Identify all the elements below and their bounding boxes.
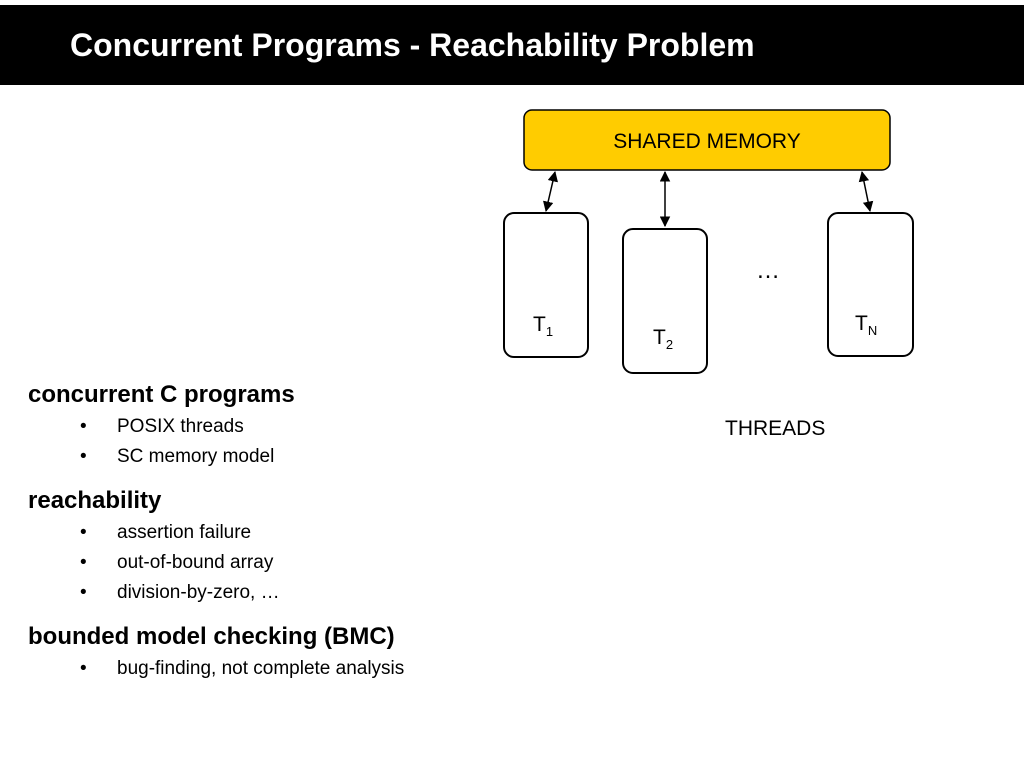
bullet-mark: •	[80, 582, 87, 603]
threads-caption: THREADS	[725, 417, 825, 440]
shared-memory-box	[523, 109, 891, 171]
thread-box-tn	[827, 212, 914, 357]
thread-label-t2: T2	[653, 326, 673, 352]
content-area: concurrent C programs • POSIX threads • SC…	[28, 378, 628, 696]
section-reachability: reachability • assertion failure • out-of-…	[28, 484, 628, 608]
thread-box-t2	[622, 228, 708, 374]
section-heading: concurrent C programs	[28, 381, 295, 408]
title-bar: Concurrent Programs - Reachability Probl…	[0, 5, 1024, 85]
thread-label-t1: T1	[533, 313, 553, 339]
bullet-mark: •	[80, 446, 87, 467]
arrow-t1-memory	[543, 170, 558, 213]
bullet-item: • division-by-zero, …	[28, 578, 628, 608]
bullet-text: bug-finding, not complete analysis	[117, 658, 405, 679]
bullet-text: assertion failure	[117, 522, 252, 543]
bullet-item: • out-of-bound array	[28, 548, 628, 578]
bullet-item: • bug-finding, not complete analysis	[28, 654, 628, 684]
section-heading: bounded model checking (BMC)	[28, 623, 395, 650]
bullet-item: • SC memory model	[28, 442, 628, 472]
bullet-mark: •	[80, 522, 87, 543]
bullet-list: • POSIX threads • SC memory model	[28, 412, 628, 472]
bullet-text: out-of-bound array	[117, 552, 274, 573]
arrow-tn-memory	[858, 170, 874, 213]
bullet-text: POSIX threads	[117, 416, 244, 437]
section-concurrent-c-programs: concurrent C programs • POSIX threads • SC…	[28, 378, 628, 472]
bullet-mark: •	[80, 658, 87, 679]
bullet-mark: •	[80, 552, 87, 573]
bullet-list: • assertion failure • out-of-bound array •…	[28, 518, 628, 608]
shared-memory-label: SHARED MEMORY	[613, 130, 800, 153]
bullet-item: • POSIX threads	[28, 412, 628, 442]
slide-title: Concurrent Programs - Reachability Probl…	[70, 27, 755, 63]
threads-ellipsis: …	[756, 257, 780, 284]
section-bounded-model-checking: bounded model checking (BMC) • bug-findin…	[28, 620, 628, 684]
bullet-item: • assertion failure	[28, 518, 628, 548]
bullet-mark: •	[80, 416, 87, 437]
bullet-text: SC memory model	[117, 446, 275, 467]
thread-box-t1	[503, 212, 589, 358]
bullet-list: • bug-finding, not complete analysis	[28, 654, 628, 684]
section-heading: reachability	[28, 487, 162, 514]
thread-label-tn: TN	[855, 312, 877, 338]
bullet-text: division-by-zero, …	[117, 582, 280, 603]
